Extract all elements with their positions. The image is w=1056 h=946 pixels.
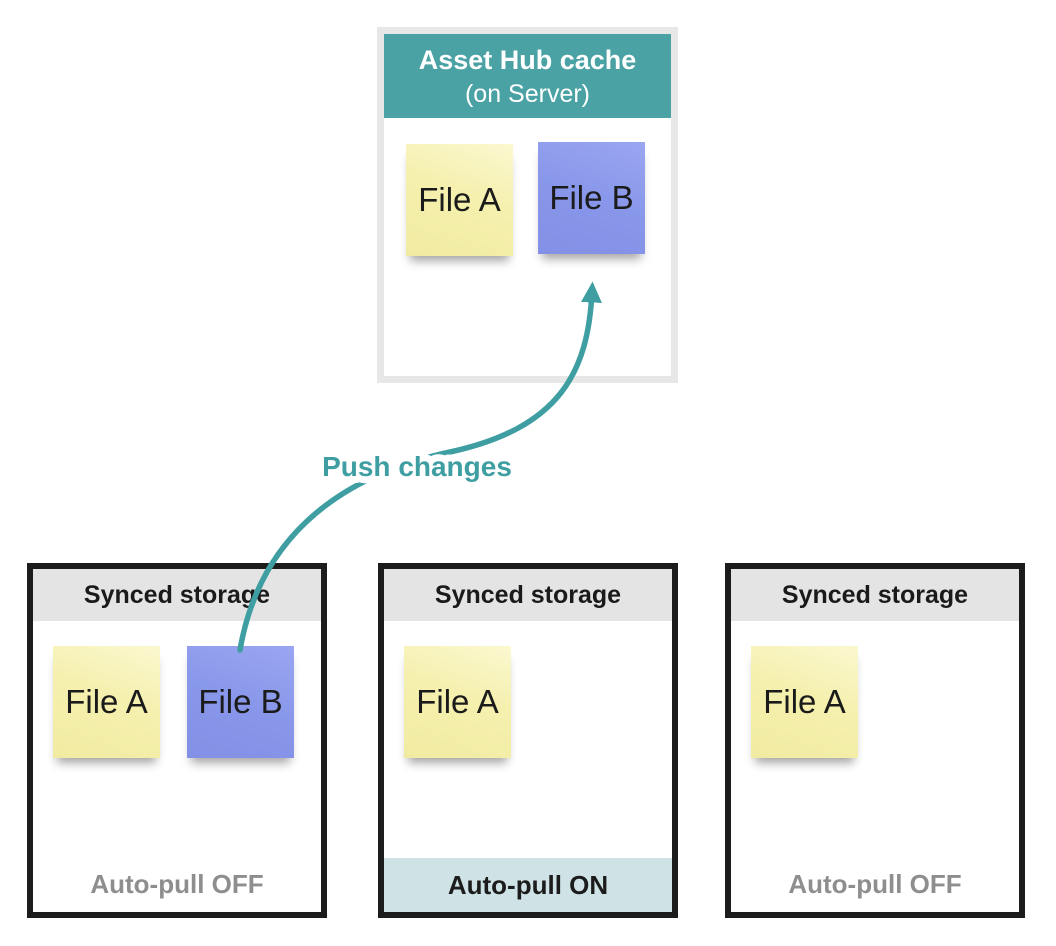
auto-pull-status: Auto-pull OFF xyxy=(90,869,264,899)
asset-hub-title: Asset Hub cache xyxy=(418,45,637,75)
file-b-note: File B xyxy=(187,646,294,758)
file-b-label: File B xyxy=(198,683,283,720)
synced-storage-box-2: Synced storage File A Auto-pull ON xyxy=(378,563,678,918)
file-a-label: File A xyxy=(763,683,846,720)
asset-hub-header: Asset Hub cache (on Server) xyxy=(384,34,671,118)
synced-storage-title: Synced storage xyxy=(731,569,1019,621)
file-a-label: File A xyxy=(65,683,148,720)
push-changes-label: Push changes xyxy=(322,451,512,482)
synced-storage-box-3: Synced storage File A Auto-pull OFF xyxy=(725,563,1025,918)
file-b-label: File B xyxy=(549,179,634,216)
file-a-note: File A xyxy=(406,144,513,256)
synced-storage-title: Synced storage xyxy=(33,569,321,621)
file-a-note: File A xyxy=(751,646,858,758)
file-a-note: File A xyxy=(404,646,511,758)
file-a-label: File A xyxy=(418,181,501,218)
file-a-label: File A xyxy=(416,683,499,720)
auto-pull-status: Auto-pull OFF xyxy=(788,869,962,899)
auto-pull-status: Auto-pull ON xyxy=(384,858,672,912)
file-a-note: File A xyxy=(53,646,160,758)
asset-hub-subtitle: (on Server) xyxy=(464,80,591,108)
synced-storage-box-1: Synced storage File A File B Auto-pull O… xyxy=(27,563,327,918)
synced-storage-title: Synced storage xyxy=(384,569,672,621)
file-b-note: File B xyxy=(538,142,645,254)
asset-hub-cache-box: Asset Hub cache (on Server) File A File … xyxy=(377,27,678,383)
